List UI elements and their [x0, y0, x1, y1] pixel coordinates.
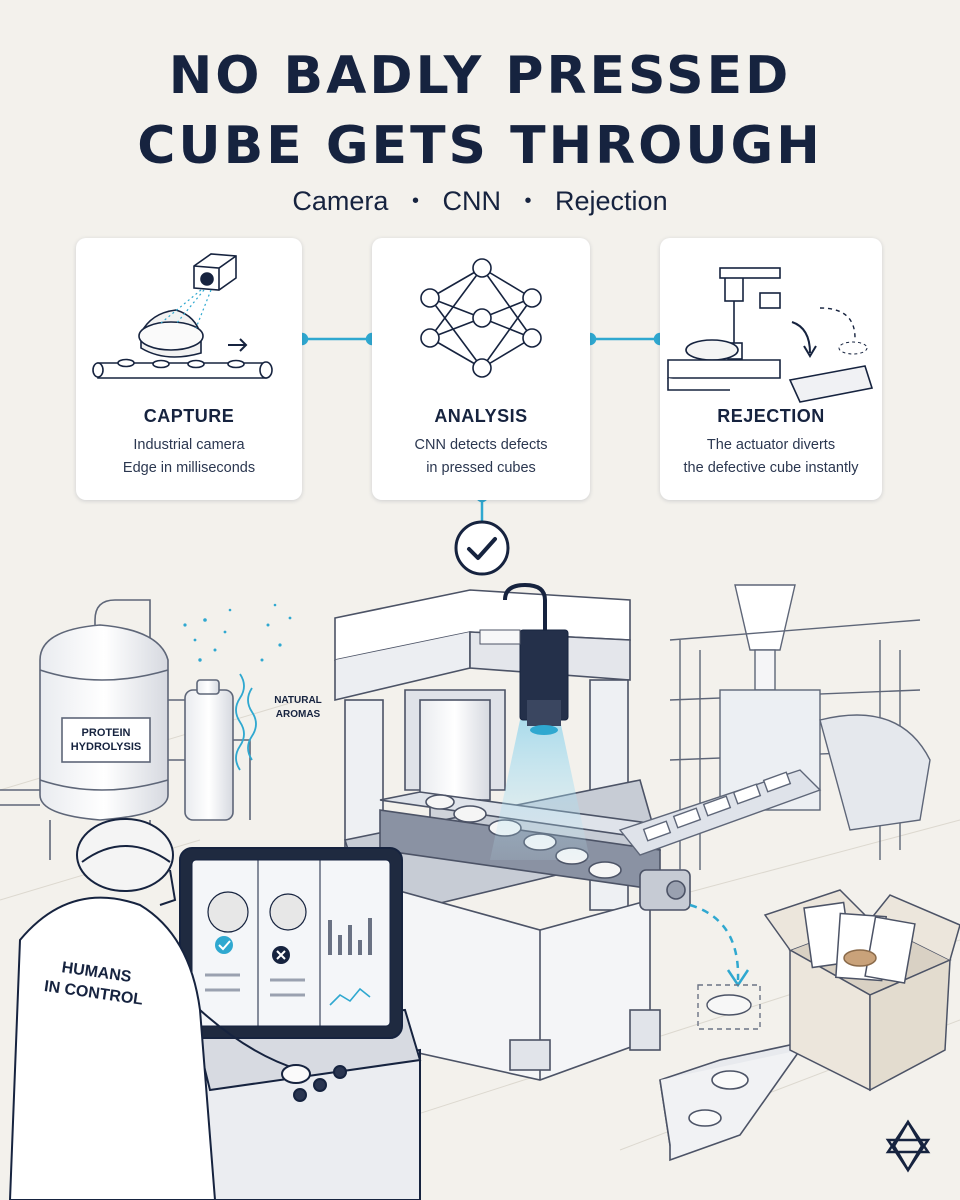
tank-label-line: PROTEIN: [81, 727, 131, 739]
step-description: The actuator diverts the defective cube …: [660, 434, 882, 480]
tank-label-line: HYDROLYSIS: [70, 741, 142, 753]
card-connector-right: [583, 332, 667, 346]
step-description: CNN detects defects in pressed cubes: [372, 434, 590, 480]
step-card-analysis: ANALYSIS CNN detects defects in pressed …: [372, 238, 590, 500]
step-card-rejection: REJECTION The actuator diverts the defec…: [660, 238, 882, 500]
card-connector-left: [295, 332, 379, 346]
rejected-cube: [697, 984, 761, 1030]
step-description-line: CNN detects defects: [414, 437, 548, 453]
step-title: ANALYSIS: [434, 406, 528, 426]
aromas-label: NATURAL AROMAS: [258, 694, 338, 722]
step-card-capture: CAPTURE Industrial camera Edge in millis…: [76, 238, 302, 500]
aroma-particles: [183, 603, 292, 662]
control-terminal: [179, 847, 422, 1200]
packaging-box: [763, 889, 960, 1092]
reject-bin: [659, 1044, 802, 1162]
aroma-waves: [235, 673, 257, 771]
neural-network-icon: [420, 258, 542, 378]
page-title-line1: NO BADLY PRESSED: [168, 46, 792, 106]
camera-conveyor-icon: [92, 253, 273, 379]
subtitle-separator: •: [411, 190, 419, 212]
subtitle-item-camera: Camera: [292, 186, 389, 216]
page-title-line2: CUBE GETS THROUGH: [137, 116, 823, 176]
rejection-path: [689, 903, 750, 988]
step-description-line: Edge in milliseconds: [122, 460, 256, 476]
checkmark-circle-icon: [454, 520, 510, 576]
step-description-line: The actuator diverts: [706, 437, 836, 453]
step-title: CAPTURE: [143, 406, 235, 426]
industrial-camera: [479, 582, 590, 860]
aromas-label-line: AROMAS: [275, 709, 321, 720]
subtitle-item-rejection: Rejection: [555, 186, 668, 216]
subtitle-item-cnn: CNN: [442, 186, 501, 216]
aromas-label-line: NATURAL: [274, 695, 322, 706]
subtitle-separator: •: [524, 190, 532, 212]
logo-icon: [885, 1119, 931, 1173]
page-subtitle: Camera • CNN • Rejection: [0, 186, 960, 217]
packaging-machine: [618, 584, 931, 870]
hydrolysis-tank: [0, 599, 251, 870]
step-description-line: Industrial camera: [133, 437, 245, 453]
step-description: Industrial camera Edge in milliseconds: [76, 434, 302, 480]
operator-figure: [8, 818, 311, 1200]
tank-label: PROTEIN HYDROLYSIS: [62, 726, 150, 754]
actuator-diverter-icon: [667, 267, 874, 403]
step-description-line: in pressed cubes: [426, 460, 536, 476]
step-description-line: the defective cube instantly: [683, 460, 859, 476]
step-title: REJECTION: [717, 406, 825, 426]
